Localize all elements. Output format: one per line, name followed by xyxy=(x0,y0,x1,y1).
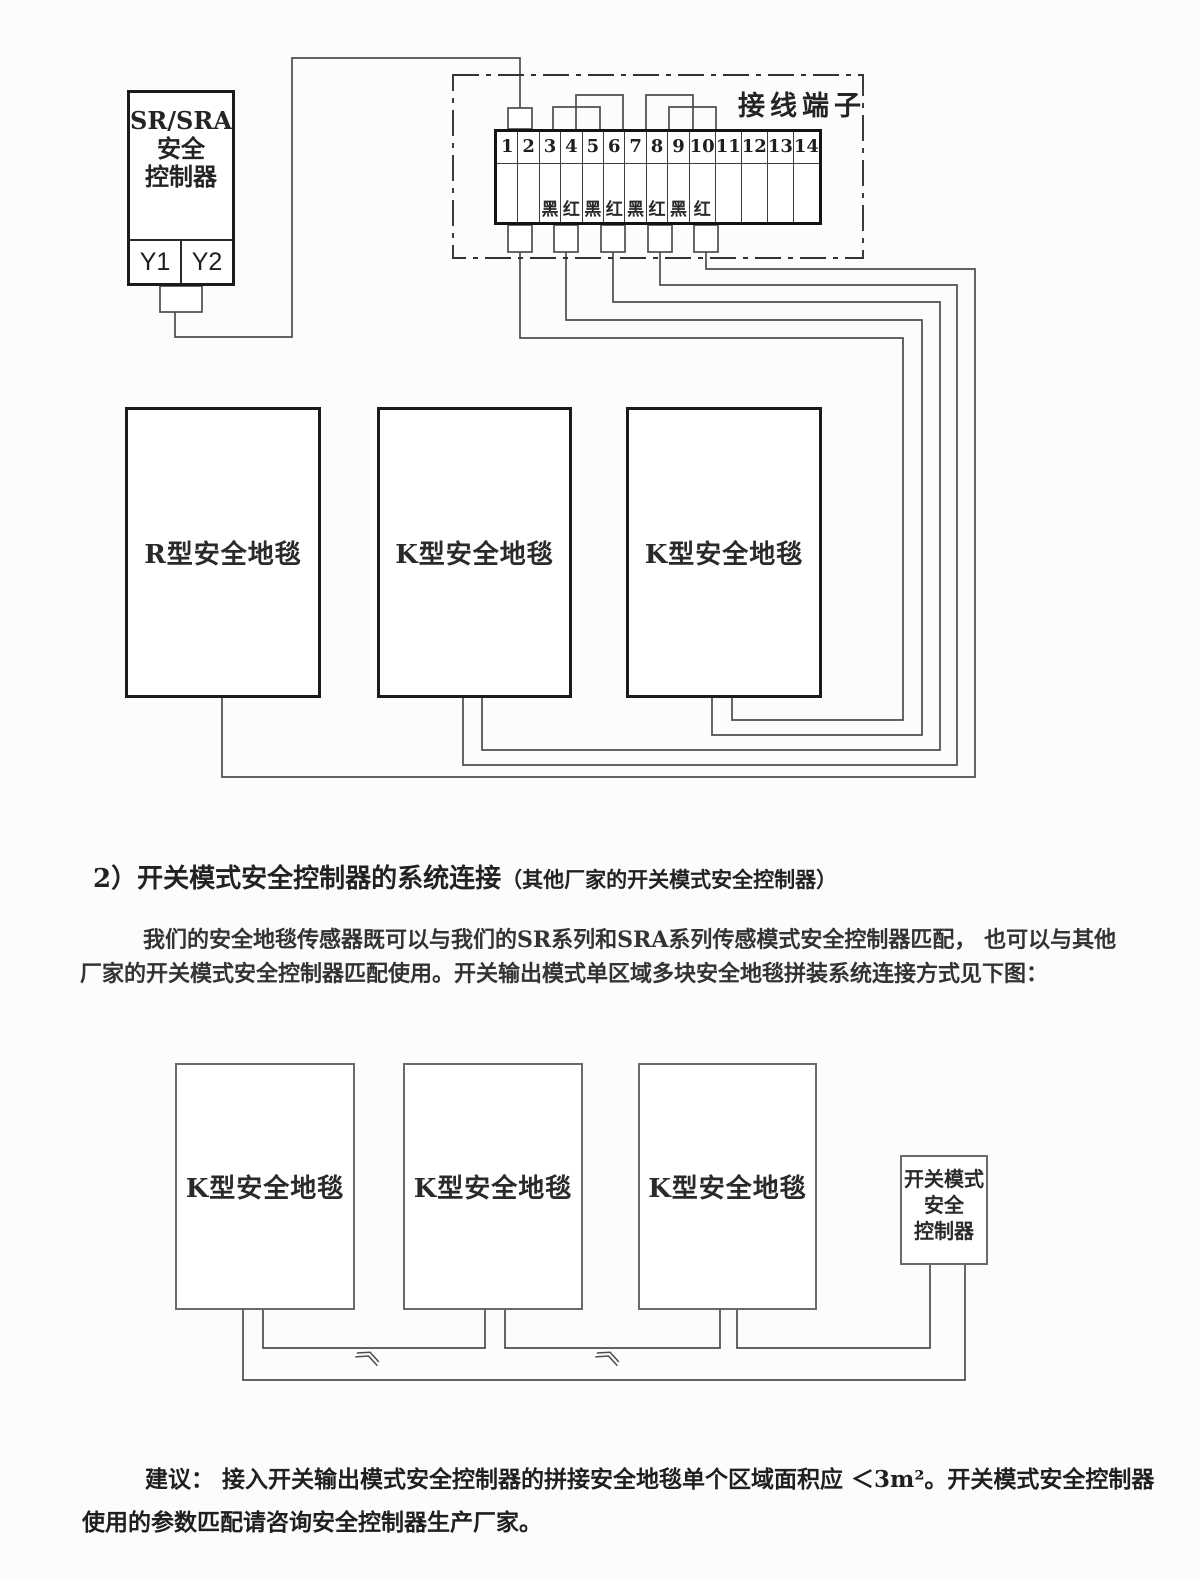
terminal-cell-13: 13 xyxy=(767,132,794,222)
jumper-8-10 xyxy=(668,106,717,129)
terminal-wire-color-label: 黑 xyxy=(541,200,559,220)
terminal-cell-10: 10 红 xyxy=(689,132,716,222)
output-terminal-y2: Y2 xyxy=(191,247,223,276)
switch-mode-mat-2: K型安全地毯 xyxy=(403,1063,583,1310)
terminal-cell-11: 11 xyxy=(715,132,742,222)
stub-bottom-1 xyxy=(507,224,533,253)
wire-mat1-to-mat2 xyxy=(262,1310,486,1349)
switch-mode-mat-1: K型安全地毯 xyxy=(175,1063,355,1310)
paragraph-line-1: 我们的安全地毯传感器既可以与我们的SR系列和SRA系列传感模式安全控制器匹配， … xyxy=(143,927,1117,953)
terminal-number: 13 xyxy=(767,132,793,164)
terminal-number: 12 xyxy=(741,132,767,164)
terminal-number: 9 xyxy=(668,132,689,164)
stub-bottom-4 xyxy=(647,224,673,253)
switch-mode-controller-box: 开关模式 安全 控制器 xyxy=(900,1155,988,1265)
terminal-cell-2: 2 xyxy=(518,132,540,222)
wire-mat1-to-controller xyxy=(242,1265,966,1381)
mat-label: K型安全地毯 xyxy=(648,1174,807,1204)
terminal-number: 14 xyxy=(793,132,819,164)
stub-bottom-3 xyxy=(600,224,626,253)
terminal-wire-color-label: 黑 xyxy=(584,200,602,220)
mat-label: K型安全地毯 xyxy=(185,1174,345,1204)
terminal-number: 2 xyxy=(518,132,539,164)
mat-label: R型安全地毯 xyxy=(144,540,302,570)
stub-bottom-5 xyxy=(693,224,719,253)
terminal-wire-color-label: 红 xyxy=(605,200,623,220)
terminal-number: 8 xyxy=(646,132,668,164)
stub-bottom-2 xyxy=(553,224,579,253)
mat-k-type-1: K型安全地毯 xyxy=(377,407,572,698)
terminal-cell-12: 12 xyxy=(741,132,768,222)
wire-terminal5 xyxy=(481,252,941,751)
jumper-7-9 xyxy=(645,94,694,129)
sr-sra-controller-box: SR/SRA 安全 控制器 Y1 Y2 xyxy=(127,90,235,286)
sr-sra-controller-title: SR/SRA 安全 控制器 xyxy=(130,106,232,191)
mat-label: K型安全地毯 xyxy=(395,540,554,570)
mat-label: K型安全地毯 xyxy=(413,1174,573,1204)
terminal-cell-14: 14 xyxy=(793,132,819,222)
terminal-number: 5 xyxy=(582,132,604,164)
output-terminal-y1: Y1 xyxy=(130,241,182,283)
terminal-number: 10 xyxy=(689,132,715,164)
wire-terminal9 xyxy=(221,252,976,778)
mat-r-type: R型安全地毯 xyxy=(125,407,321,698)
terminal-number: 4 xyxy=(561,132,582,164)
section-heading-paren: （其他厂家的开关模式安全控制器） xyxy=(501,867,838,892)
terminal-wire-color-label: 红 xyxy=(648,200,666,220)
terminal-wire-color-label: 红 xyxy=(693,200,711,220)
terminal-number: 11 xyxy=(715,132,741,164)
terminal-block-label: 接线端子 xyxy=(738,91,866,122)
wire-terminal3 xyxy=(565,252,923,736)
terminal-cell-1: 1 xyxy=(497,132,519,222)
terminal-number: 3 xyxy=(539,132,561,164)
terminal-wire-color-label: 红 xyxy=(562,200,580,220)
note-line-1: 建议： 接入开关输出模式安全控制器的拼接安全地毯单个区域面积应 ＜3m²。开关模… xyxy=(145,1466,1155,1493)
terminal-wire-color-label: 黑 xyxy=(669,200,687,220)
controller-to-terminal-wire xyxy=(174,57,521,338)
section-heading-main: 2）开关模式安全控制器的系统连接 xyxy=(93,864,502,894)
stub-controller-y xyxy=(159,285,203,313)
paragraph-line-2: 厂家的开关模式安全控制器匹配使用。开关输出模式单区域多块安全地毯拼装系统连接方式… xyxy=(80,961,1049,987)
wire-terminal2 xyxy=(519,252,904,721)
section-heading: 2）开关模式安全控制器的系统连接（其他厂家的开关模式安全控制器） xyxy=(93,858,837,895)
wire-terminal7 xyxy=(462,252,958,766)
controller-output-row: Y1 Y2 xyxy=(130,239,232,283)
switch-mode-mat-3: K型安全地毯 xyxy=(638,1063,817,1310)
terminal-number: 1 xyxy=(497,132,518,164)
stub-top-terminal2 xyxy=(507,107,533,130)
wire-mat2-to-mat3 xyxy=(504,1310,721,1349)
mat-label: K型安全地毯 xyxy=(644,540,804,570)
terminal-number: 6 xyxy=(604,132,625,164)
jumper-4-6 xyxy=(575,94,624,129)
wire-mat3-to-controller xyxy=(736,1265,931,1349)
switch-mode-controller-title: 开关模式 安全 控制器 xyxy=(904,1167,984,1243)
note-line-2: 使用的参数匹配请咨询安全控制器生产厂家。 xyxy=(82,1509,542,1536)
terminal-wire-color-label: 黑 xyxy=(627,200,645,220)
terminal-block-dashed-border xyxy=(452,74,864,259)
terminal-number: 7 xyxy=(625,132,646,164)
mat-k-type-2: K型安全地毯 xyxy=(626,407,822,698)
